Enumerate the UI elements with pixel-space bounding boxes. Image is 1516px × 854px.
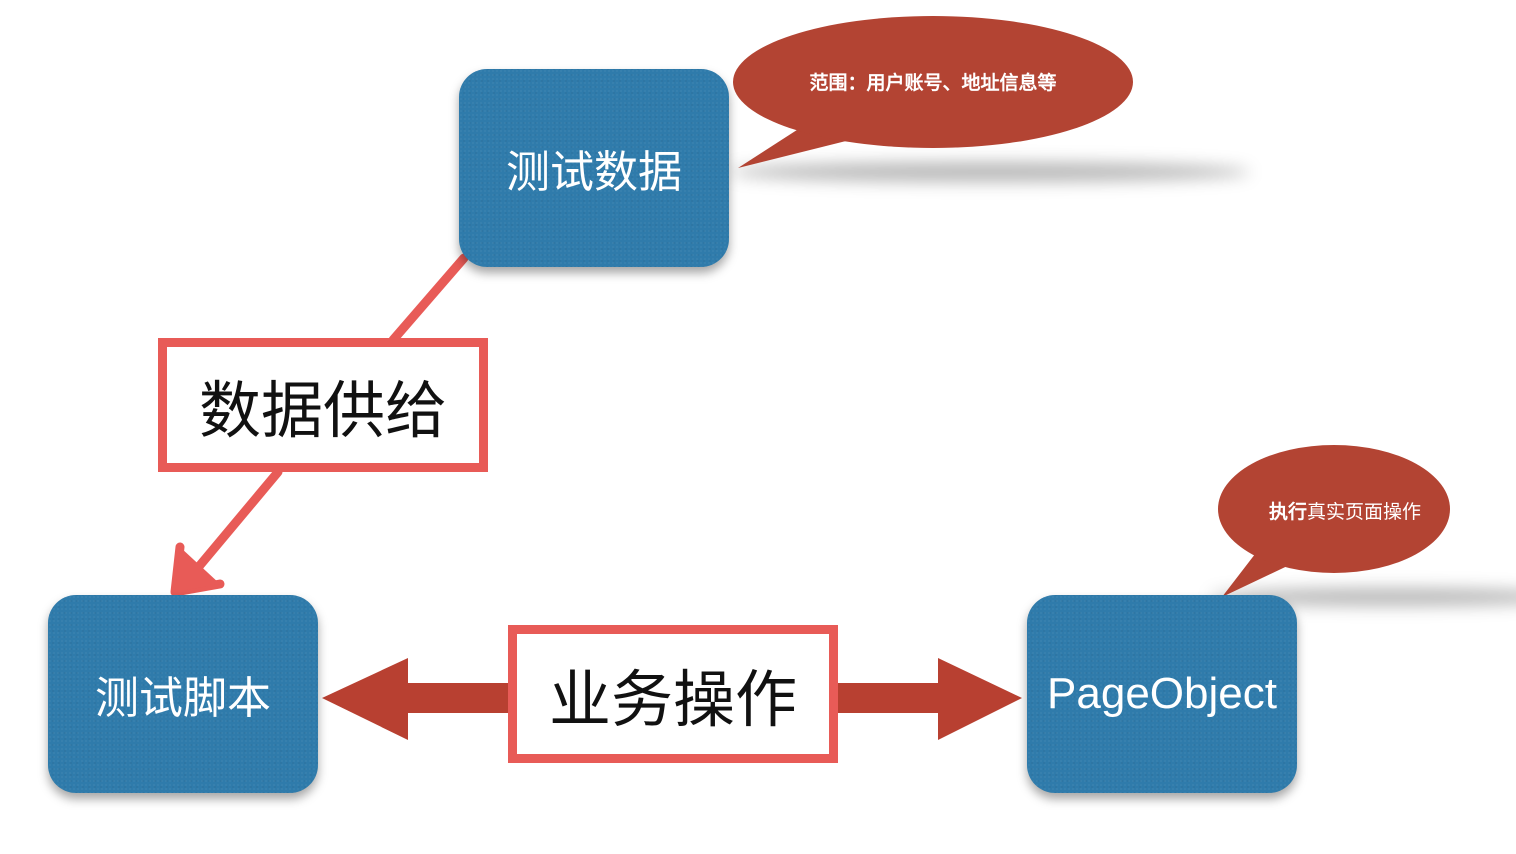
callout-shadow xyxy=(730,162,1250,182)
node-test-data[interactable]: 测试数据 xyxy=(459,69,729,267)
speech-bubble-data-scope xyxy=(733,16,1133,168)
callout-page-object-text: 执行真实页面操作 xyxy=(1220,488,1470,532)
node-label: 测试脚本 xyxy=(95,673,271,724)
edge-label-data-supply: 数据供给 xyxy=(158,338,488,472)
node-page-object[interactable]: PageObject xyxy=(1027,595,1297,793)
callout-data-scope-text: 范围：用户账号、地址信息等 xyxy=(740,58,1126,104)
edge-label-text: 数据供给 xyxy=(198,374,447,447)
callout-text: 范围：用户账号、地址信息等 xyxy=(809,71,1057,94)
callout-bold-text: 执行 xyxy=(1268,500,1307,523)
data-supply-arrow xyxy=(170,253,469,597)
business-ops-arrow xyxy=(322,658,1022,740)
callout-text: 真实页面操作 xyxy=(1307,500,1422,523)
node-label: 测试数据 xyxy=(506,147,682,198)
speech-bubble-page-object xyxy=(1218,445,1450,597)
edge-label-business-ops: 业务操作 xyxy=(508,625,838,763)
node-test-script[interactable]: 测试脚本 xyxy=(48,595,318,793)
node-label: PageObject xyxy=(1047,669,1277,718)
edge-label-text: 业务操作 xyxy=(548,663,797,736)
